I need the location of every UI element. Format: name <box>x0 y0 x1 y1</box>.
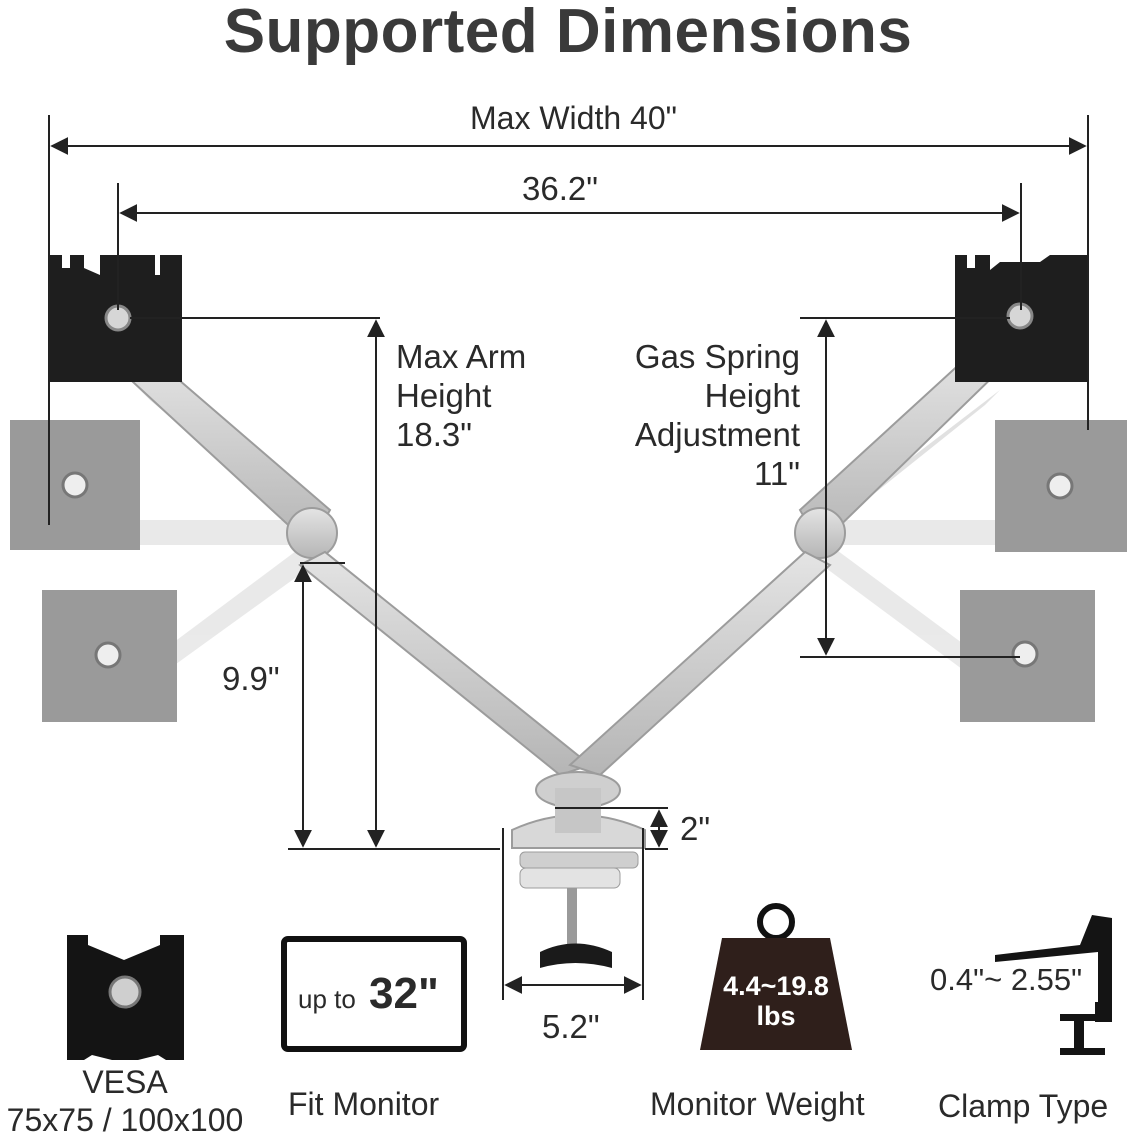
monitor-inner-text: up to 32" <box>298 968 439 1020</box>
max-width-label: Max Width 40" <box>470 100 677 136</box>
page-title: Supported Dimensions <box>223 0 913 66</box>
vesa-caption-line-1: VESA <box>82 1064 168 1100</box>
monitor-icon <box>281 936 467 1052</box>
base-height-label: 2" <box>680 810 711 847</box>
weight-range-text: 4.4~19.8 <box>723 971 829 1001</box>
monitor-up-to-text: up to <box>298 984 356 1014</box>
gas-spring-label: Gas Spring Height Adjustment 11" <box>635 338 800 494</box>
max-arm-height-label: Max Arm Height 18.3" <box>396 338 526 455</box>
gas-spring-line-2: Height <box>704 376 800 414</box>
clamp-range-text: 0.4"~ 2.55" <box>930 962 1083 997</box>
vesa-caption-line-2: 75x75 / 100x100 <box>6 1101 244 1138</box>
dimension-lines <box>48 115 1089 1000</box>
gas-spring-line-4: 11" <box>754 454 800 492</box>
weight-icon <box>700 903 852 1050</box>
max-arm-height-line-1: Max Arm <box>396 338 527 375</box>
vesa-span-label: 36.2" <box>522 170 598 207</box>
vesa-caption: VESA 75x75 / 100x100 <box>0 1064 250 1140</box>
max-arm-height-line-3: 18.3" <box>396 415 472 453</box>
vesa-plate-ghost-right-mid <box>995 420 1127 552</box>
vesa-plate-ghost-left-low <box>42 590 177 722</box>
gas-spring-line-3: Adjustment <box>634 415 800 453</box>
clamp-icon <box>995 915 1112 1055</box>
desk-base <box>511 771 646 968</box>
monitor-weight-caption: Monitor Weight <box>650 1086 865 1122</box>
vesa-plate-icon <box>67 935 184 1060</box>
max-arm-height-line-2: Height <box>396 376 492 414</box>
gas-spring-line-1: Gas Spring <box>634 338 800 375</box>
base-width-label: 5.2" <box>542 1008 600 1045</box>
lower-height-label: 9.9" <box>222 660 280 697</box>
clamp-type-caption: Clamp Type <box>938 1088 1109 1124</box>
weight-unit-text: lbs <box>756 1000 796 1031</box>
fit-monitor-caption: Fit Monitor <box>288 1086 440 1122</box>
vesa-plate-ghost-left-mid <box>10 420 140 550</box>
weight-inner-text: 4.4~19.8 lbs <box>706 971 846 1031</box>
monitor-size-text: 32" <box>369 969 439 1018</box>
vesa-plate-top-left <box>50 255 182 382</box>
